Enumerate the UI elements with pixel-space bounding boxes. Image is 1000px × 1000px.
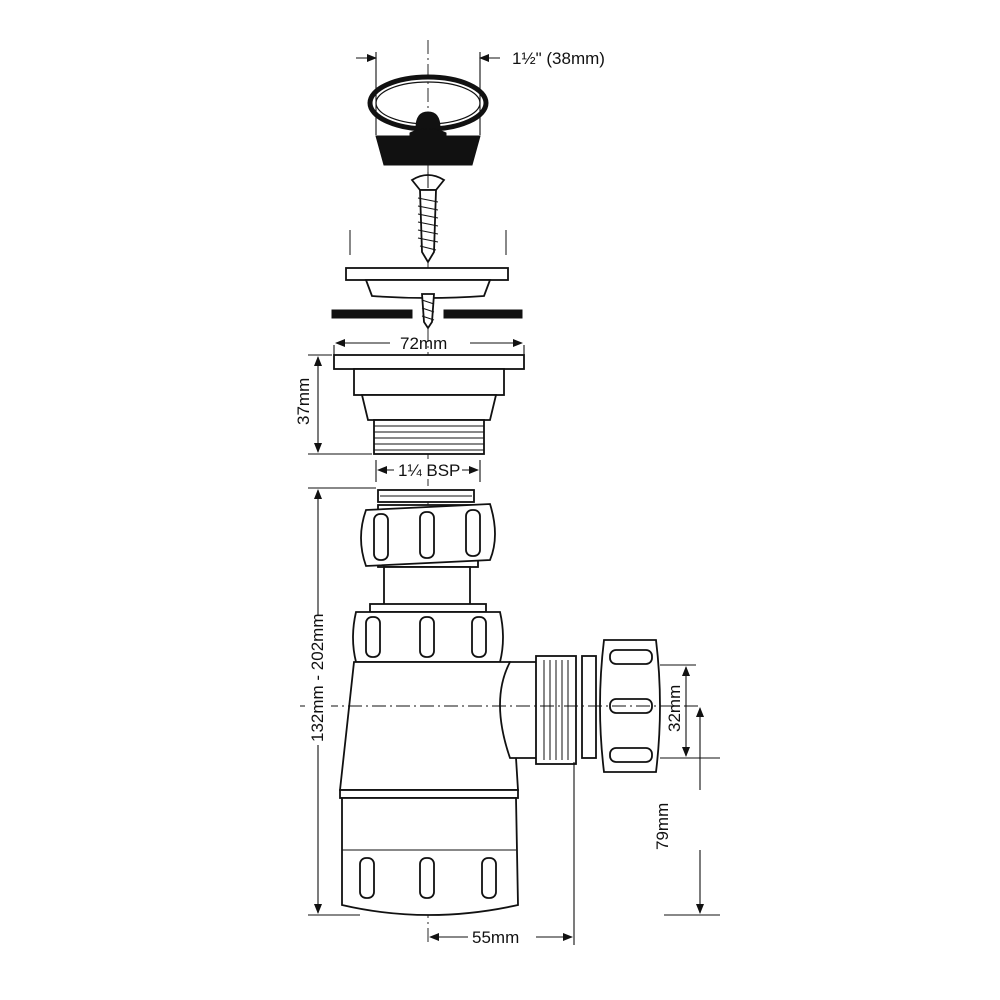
plug-diameter-label: 1½" (38mm) <box>512 49 605 68</box>
dim-overall-height: 132mm - 202mm <box>305 487 376 916</box>
bottle-body <box>338 661 519 916</box>
dim-flange-width: 72mm <box>333 334 525 355</box>
outlet-size-label: 32mm <box>665 685 684 732</box>
dim-outlet-offset: 55mm <box>429 762 575 948</box>
dim-outlet-size: 32mm <box>660 664 720 759</box>
outlet-washer <box>581 655 597 759</box>
body-height-label: 37mm <box>294 378 313 425</box>
dim-outlet-height: 79mm <box>653 707 720 916</box>
plug-with-ring <box>367 74 489 166</box>
upper-nut <box>360 503 496 568</box>
outlet-arm <box>499 655 577 765</box>
flange-width-label: 72mm <box>400 334 447 353</box>
fixing-screw <box>410 172 446 264</box>
dim-plug-diameter: 1½" (38mm) <box>356 49 605 135</box>
thread-size-label: 1¼ BSP <box>398 461 460 480</box>
lower-nut <box>352 603 504 663</box>
tailpipe <box>383 566 471 606</box>
outlet-height-label: 79mm <box>653 803 672 850</box>
strainer-grid <box>345 267 509 330</box>
waste-body <box>333 354 525 455</box>
sink-washer-right <box>443 309 523 319</box>
dim-body-height: 37mm <box>294 354 372 455</box>
overall-height-label: 132mm - 202mm <box>308 614 327 742</box>
outlet-offset-label: 55mm <box>472 928 519 947</box>
sink-washer-left <box>331 309 413 319</box>
dim-thread-size: 1¼ BSP <box>375 459 481 482</box>
